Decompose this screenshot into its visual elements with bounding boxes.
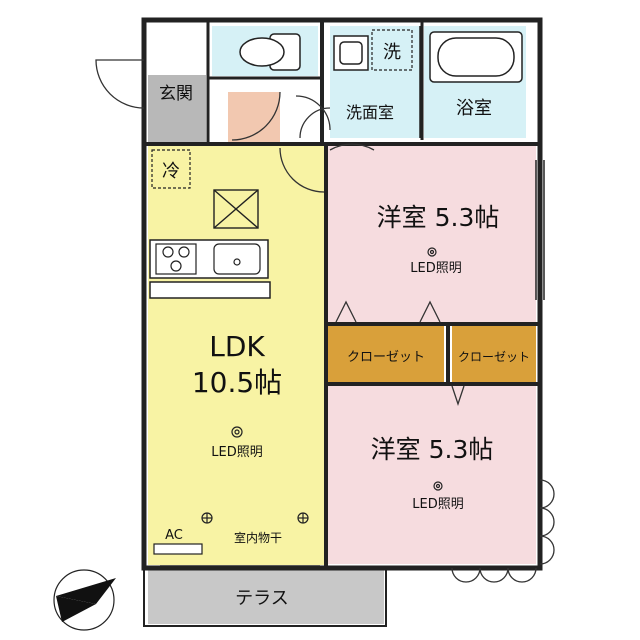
- genkan-label: 玄関: [159, 84, 193, 104]
- kitchen-counter: [149, 239, 271, 299]
- western-room-1: [328, 145, 536, 323]
- western-room-2-name: 洋室 5.3帖: [371, 435, 494, 464]
- toilet-icon: [239, 33, 301, 71]
- walls: [141, 17, 543, 627]
- western-room-1-light: LED照明: [410, 261, 461, 276]
- sink-icon: [213, 243, 261, 275]
- terrace-label: テラス: [235, 588, 289, 609]
- washroom-label: 洗面室: [346, 103, 394, 122]
- fridge-icon: [151, 149, 191, 189]
- closet-2-area: [452, 326, 536, 382]
- western-room-2: [328, 386, 536, 564]
- ldk-name: LDK: [209, 330, 265, 363]
- terrace-area: [148, 570, 384, 624]
- western-room-1-name: 洋室 5.3帖: [377, 203, 500, 232]
- closet-2-label: クローゼット: [458, 350, 530, 364]
- indoor-drying-label: 室内物干: [234, 530, 282, 545]
- hallway-floor: [228, 92, 280, 143]
- genkan-area: [148, 75, 206, 143]
- bathroom-label: 浴室: [456, 98, 492, 119]
- closet-1-label: クローゼット: [347, 350, 425, 365]
- entry-hall-top: [148, 22, 206, 75]
- western-room-2-light: LED照明: [412, 497, 463, 512]
- windows: [160, 26, 545, 567]
- closet-1-area: [328, 326, 444, 382]
- ldk-size: 10.5帖: [192, 366, 282, 399]
- ldk-area: [148, 145, 324, 565]
- washer-icon: [371, 29, 413, 71]
- range-hood-icon: [213, 189, 259, 229]
- north-arrow-icon: [53, 569, 116, 631]
- ceiling-light-icon: [201, 247, 443, 524]
- ac-label: AC: [165, 528, 183, 543]
- stove-icon: [155, 243, 197, 275]
- ldk-light-label: LED照明: [211, 445, 262, 460]
- ac-unit: [153, 543, 203, 555]
- washer-label: 洗: [383, 42, 401, 63]
- bathtub-icon: [429, 31, 523, 83]
- fridge-label: 冷: [162, 161, 180, 182]
- sink-icon-washroom: [333, 35, 369, 71]
- door-swings: [95, 59, 555, 583]
